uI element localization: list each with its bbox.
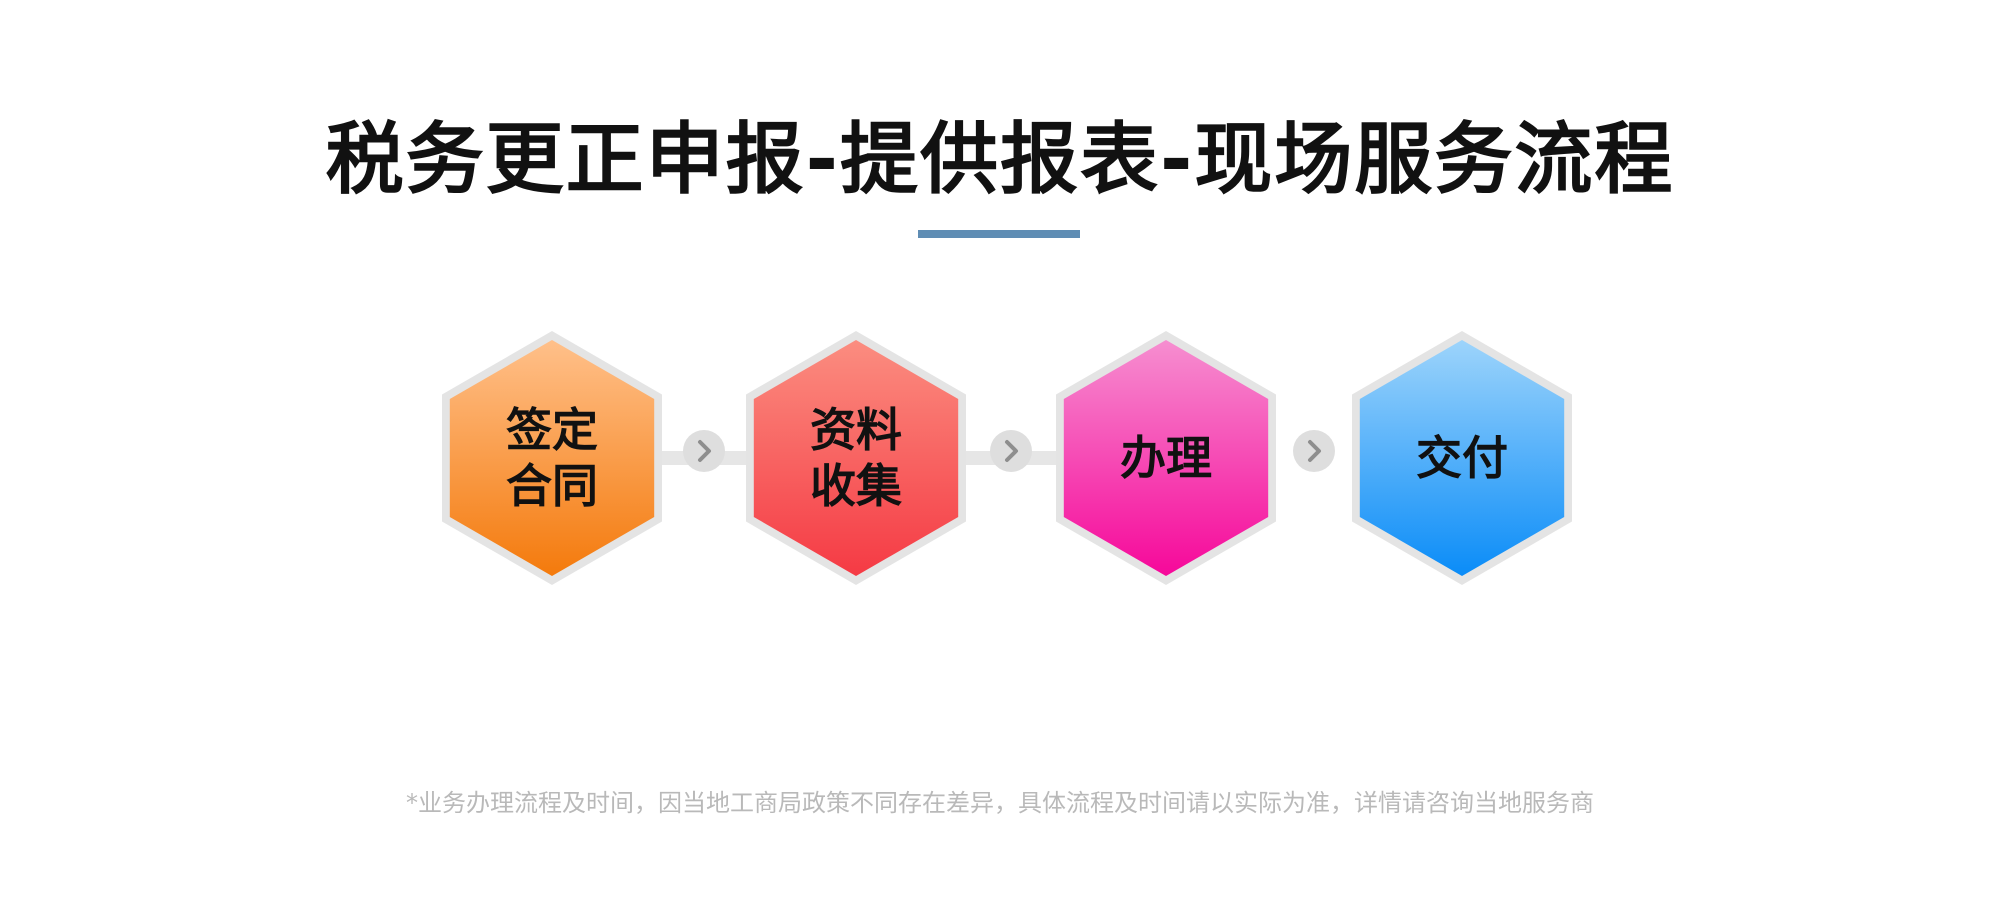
connector-circle xyxy=(990,430,1032,472)
chevron-right-icon xyxy=(698,440,711,462)
step-label: 合同 xyxy=(506,459,598,513)
hexagon-icon xyxy=(1063,340,1269,576)
chevron-right-icon xyxy=(1308,440,1321,462)
connector-1 xyxy=(661,430,747,472)
connector-circle xyxy=(1293,430,1335,472)
step-3: 办理 xyxy=(1056,331,1276,585)
step-label: 签定 xyxy=(506,403,598,457)
step-4: 交付 xyxy=(1352,331,1572,585)
hexagon-icon xyxy=(753,340,959,576)
hexagon-icon xyxy=(449,340,655,576)
connector-2 xyxy=(965,430,1057,472)
footnote: *业务办理流程及时间，因当地工商局政策不同存在差异，具体流程及时间请以实际为准，… xyxy=(406,789,1594,817)
step-label: 办理 xyxy=(1120,431,1212,485)
step-label: 资料 xyxy=(810,403,902,457)
step-label: 交付 xyxy=(1416,431,1508,485)
hexagon-icon xyxy=(1359,340,1565,576)
title-underline xyxy=(918,230,1080,238)
connector-3 xyxy=(1293,430,1335,472)
chevron-right-icon xyxy=(1005,440,1018,462)
page-title: 税务更正申报-提供报表-现场服务流程 xyxy=(325,115,1675,205)
step-label: 收集 xyxy=(810,459,902,513)
connector-circle xyxy=(683,430,725,472)
